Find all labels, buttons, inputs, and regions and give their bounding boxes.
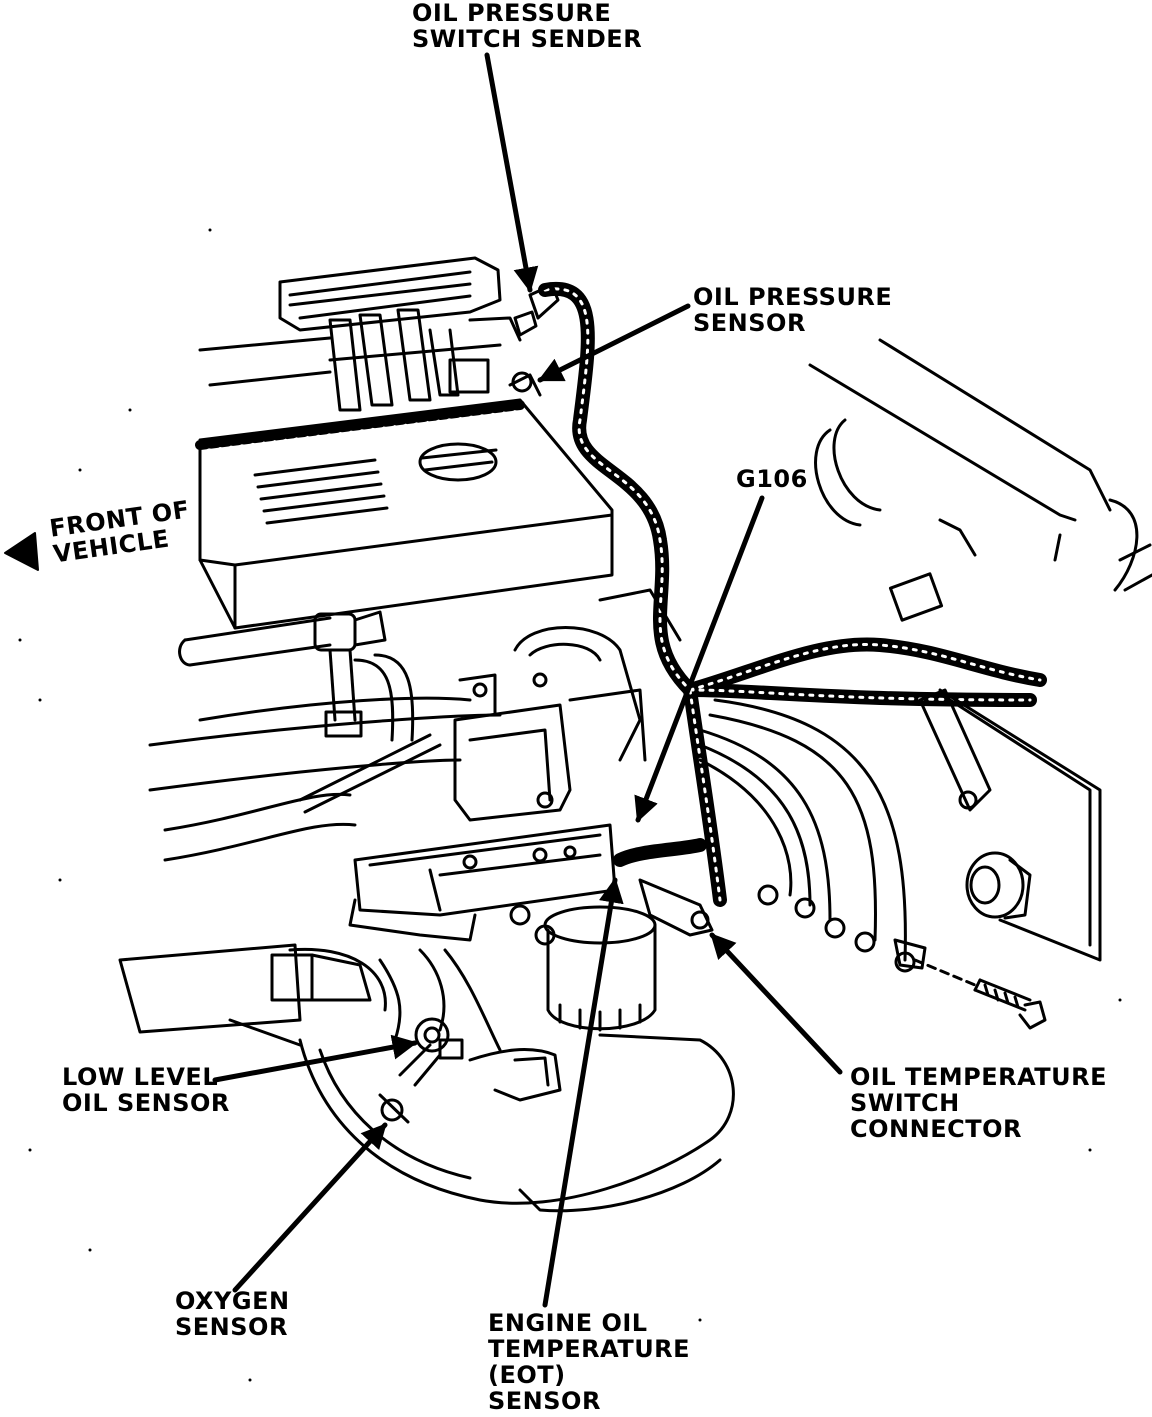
label-line: OIL TEMPERATURE bbox=[850, 1063, 1108, 1091]
oil-filter-adapter bbox=[348, 823, 617, 942]
label-line: (EOT) bbox=[488, 1361, 566, 1389]
label-line: OIL PRESSURE bbox=[693, 283, 893, 311]
label-line: TEMPERATURE bbox=[488, 1335, 691, 1363]
front-arrow-icon bbox=[4, 532, 39, 571]
label-oil-pressure-sensor: OIL PRESSURE SENSOR bbox=[693, 284, 892, 336]
label-line: LOW LEVEL bbox=[62, 1063, 219, 1091]
fuel-injectors bbox=[328, 308, 522, 412]
harness-texture bbox=[543, 287, 1042, 902]
label-line: SWITCH bbox=[850, 1089, 960, 1117]
scan-specks bbox=[18, 228, 1122, 1382]
strut-tower bbox=[808, 338, 1152, 962]
label-g106: G106 bbox=[736, 465, 808, 493]
arrow-eot-sensor bbox=[542, 877, 624, 1308]
arrow-oil-pressure-sensor bbox=[537, 303, 691, 383]
label-line: OXYGEN bbox=[175, 1287, 290, 1315]
arrow-oil-temperature-switch-connector bbox=[709, 932, 843, 1075]
label-line: ENGINE OIL bbox=[488, 1309, 648, 1337]
label-oil-pressure-switch-sender: OIL PRESSURE SWITCH SENDER bbox=[412, 0, 642, 52]
lower-sensors bbox=[378, 948, 562, 1124]
label-engine-oil-temperature-sensor: ENGINE OIL TEMPERATURE (EOT) SENSOR bbox=[488, 1310, 690, 1414]
label-oxygen-sensor: OXYGEN SENSOR bbox=[175, 1288, 290, 1340]
arrow-oil-pressure-switch-sender bbox=[484, 52, 539, 293]
ignition-wires bbox=[698, 698, 916, 973]
label-line: SENSOR bbox=[488, 1387, 601, 1415]
oil-pressure-fittings bbox=[508, 283, 560, 397]
label-line: OIL PRESSURE bbox=[412, 0, 612, 27]
bracket-right bbox=[918, 688, 992, 812]
label-line: CONNECTOR bbox=[850, 1115, 1022, 1143]
label-line: SWITCH SENDER bbox=[412, 25, 643, 53]
round-cap bbox=[965, 851, 1032, 920]
valve-cover bbox=[195, 398, 614, 630]
ground-bolt bbox=[893, 938, 1047, 1030]
intake-plenum bbox=[198, 256, 502, 387]
label-oil-temperature-switch-connector: OIL TEMPERATURE SWITCH CONNECTOR bbox=[850, 1064, 1107, 1142]
arrow-low-level-oil-sensor bbox=[212, 1034, 418, 1083]
hoses-left bbox=[148, 610, 502, 862]
leader-arrows bbox=[212, 52, 843, 1308]
label-line: SENSOR bbox=[175, 1313, 288, 1341]
label-line: SENSOR bbox=[693, 309, 806, 337]
arrow-g106 bbox=[634, 495, 765, 823]
label-low-level-oil-sensor: LOW LEVEL OIL SENSOR bbox=[62, 1064, 230, 1116]
eot-sensor-body bbox=[638, 878, 714, 937]
arrow-oxygen-sensor bbox=[232, 1122, 388, 1293]
throttle-body bbox=[453, 588, 682, 822]
oil-filter bbox=[509, 904, 657, 1032]
label-line: OIL SENSOR bbox=[62, 1089, 230, 1117]
